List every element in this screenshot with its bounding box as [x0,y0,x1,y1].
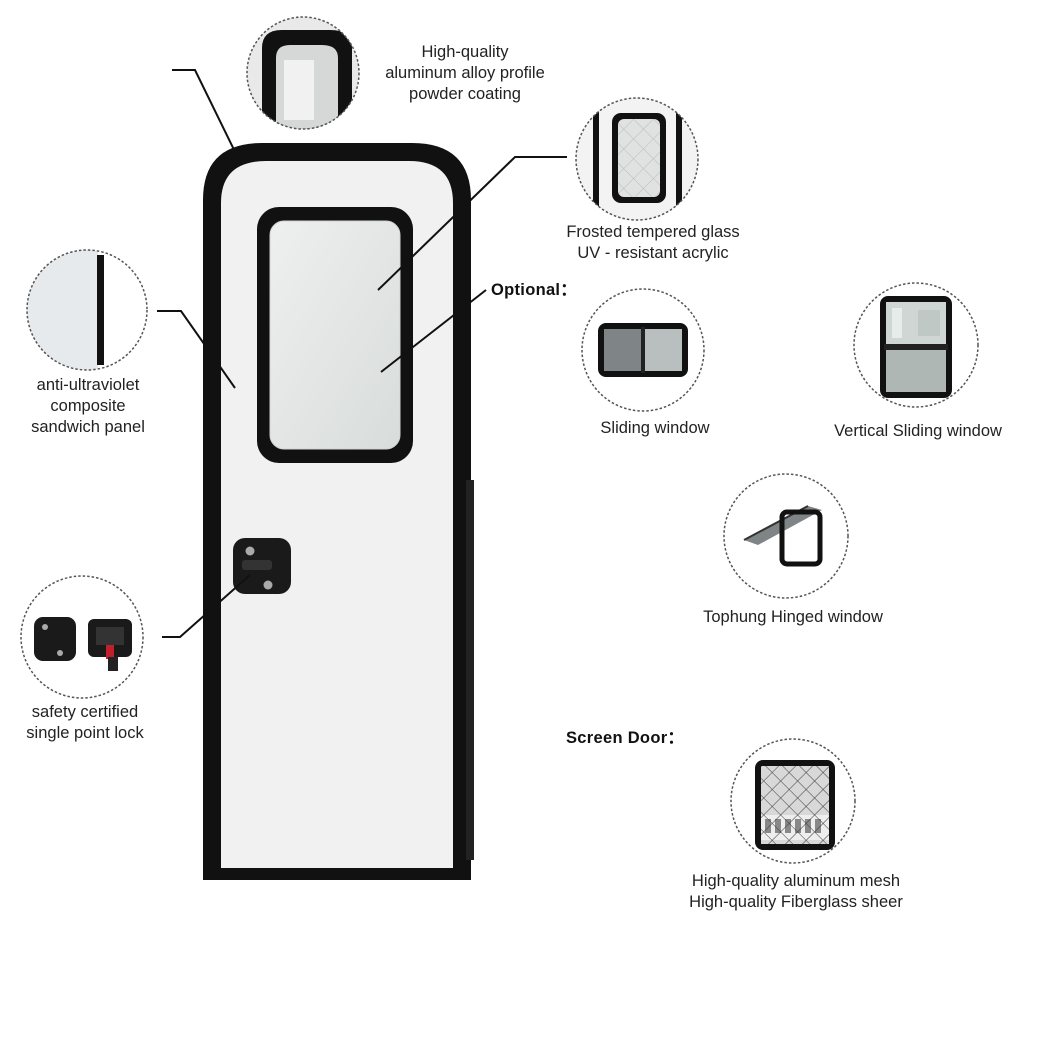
tophung-window-label: Tophung Hinged window [703,608,883,626]
lock-detail-circle [20,575,144,699]
glass-callout-label: Frosted tempered glass UV - resistant ac… [533,222,773,264]
panel-line-1: anti-ultraviolet [36,376,140,394]
profile-line-3: powder coating [409,85,521,103]
screen-door-circle [730,738,856,864]
optional-heading: Optional： [491,281,578,299]
screen-door-line-2: High-quality Fiberglass sheer [689,893,903,911]
screen-door-heading: Screen Door： [566,729,685,747]
vertical-sliding-window-label: Vertical Sliding window [834,422,1002,440]
screen-door-line-1: High-quality aluminum mesh [691,872,901,890]
panel-line-3: sandwich panel [31,418,145,436]
sliding-window-circle [581,288,705,412]
glass-line-2: UV - resistant acrylic [577,244,729,262]
sliding-window-label: Sliding window [600,419,710,437]
profile-line-1: High-quality [421,43,509,61]
door [203,143,474,880]
panel-line-2: composite [50,397,126,415]
leader-glass-1 [377,156,567,291]
profile-detail-circle [246,16,360,130]
leader-glass-2 [380,289,487,373]
leader-lock [162,574,251,638]
panel-callout-label: anti-ultraviolet composite sandwich pane… [0,375,176,438]
glass-line-1: Frosted tempered glass [566,223,740,241]
lock-callout-label: safety certified single point lock [0,702,170,744]
door-window-glass [270,221,400,449]
glass-detail-circle [575,97,699,221]
leader-profile [172,69,241,163]
profile-line-2: aluminum alloy profile [385,64,545,82]
screen-door-label: High-quality aluminum mesh High-quality … [660,871,932,913]
lock-line-2: single point lock [26,724,144,742]
panel-detail-circle [26,249,148,371]
door-hinge-side-detail [466,480,474,860]
lock-line-1: safety certified [31,703,139,721]
vertical-sliding-window-circle [853,282,979,408]
leader-panel [157,310,236,389]
leader-lines [157,69,567,638]
door-lock [233,538,291,594]
profile-callout-label: High-quality aluminum alloy profile powd… [350,42,580,105]
tophung-window-circle [723,473,849,599]
